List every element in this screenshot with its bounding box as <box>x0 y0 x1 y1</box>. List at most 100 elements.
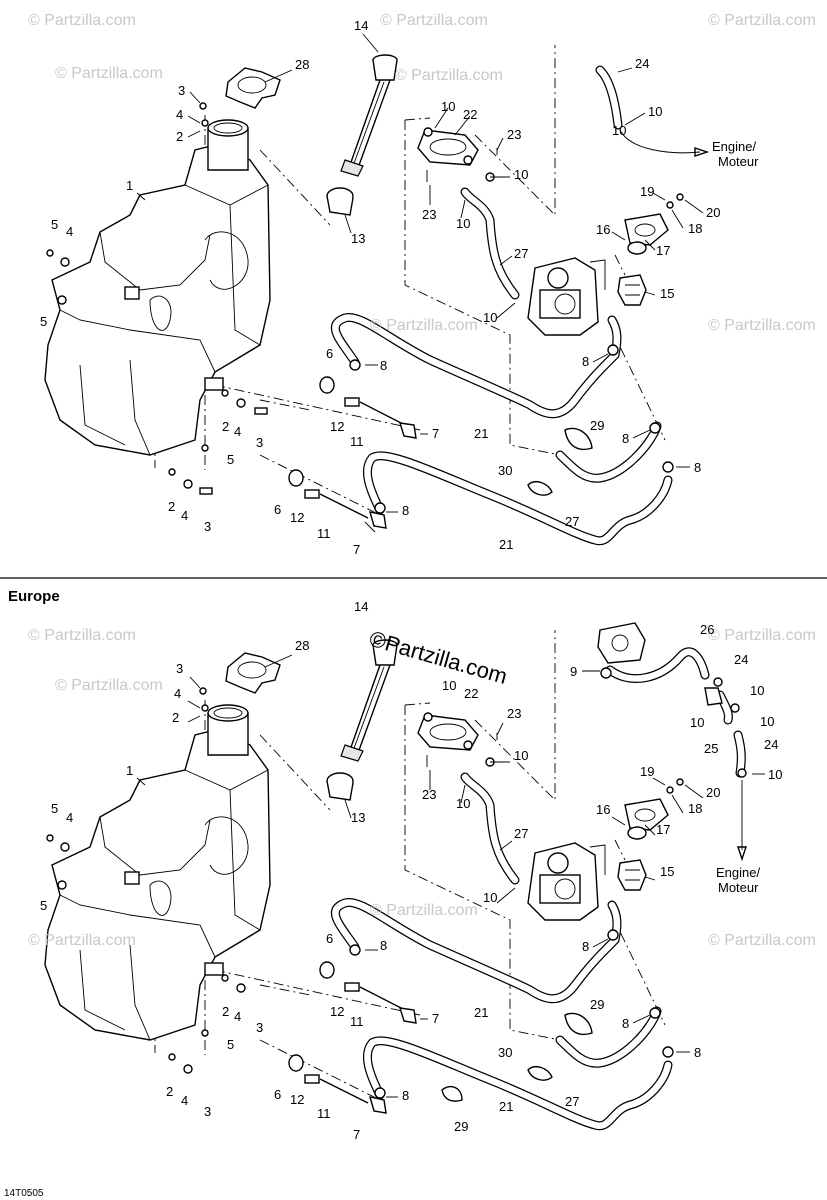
callout-label: 18 <box>688 801 702 816</box>
callout-label: 14 <box>354 599 368 614</box>
callout-label: 1 <box>126 178 133 193</box>
clamp-29-europe <box>441 1085 463 1102</box>
callout-label: 12 <box>290 510 304 525</box>
callout-label: 4 <box>181 508 188 523</box>
callout-label: 22 <box>463 107 477 122</box>
callout-label: 3 <box>176 661 183 676</box>
callout-label: 7 <box>353 1127 360 1142</box>
callout-label: 13 <box>351 810 365 825</box>
callout-label: 18 <box>688 221 702 236</box>
callout-label: 10 <box>690 715 704 730</box>
callout-label: 11 <box>350 434 364 449</box>
watermark: © Partzilla.com <box>708 317 816 334</box>
callout-label: 19 <box>640 184 654 199</box>
callout-label: 11 <box>317 1106 331 1121</box>
watermark: © Partzilla.com <box>708 12 816 29</box>
callout-label: 2 <box>222 419 229 434</box>
callout-label: 8 <box>694 460 701 475</box>
callout-label: 23 <box>507 127 521 142</box>
clamp-30 <box>527 481 553 496</box>
callout-label: 5 <box>51 801 58 816</box>
callout-label: 11 <box>317 526 331 541</box>
callout-label: 10 <box>441 99 455 114</box>
callout-label: 8 <box>582 354 589 369</box>
callout-label: 17 <box>656 243 670 258</box>
callout-label: 30 <box>498 463 512 478</box>
watermark: © Partzilla.com <box>395 67 503 84</box>
callout-label: 2 <box>222 1004 229 1019</box>
callout-label: 8 <box>380 938 387 953</box>
callout-label: 5 <box>40 314 47 329</box>
callout-label: 28 <box>295 638 309 653</box>
callout-label: 4 <box>174 686 181 701</box>
callout-label: 23 <box>422 787 436 802</box>
callout-label: 5 <box>40 898 47 913</box>
callout-label: 10 <box>442 678 456 693</box>
callout-label: 2 <box>166 1084 173 1099</box>
callout-label: 8 <box>582 939 589 954</box>
callout-label: 12 <box>330 1004 344 1019</box>
callout-label: 8 <box>402 503 409 518</box>
callout-label: 16 <box>596 222 610 237</box>
callout-label: 21 <box>499 1099 513 1114</box>
watermark-layer: © Partzilla.com © Partzilla.com © Partzi… <box>28 12 816 949</box>
callout-label: 14 <box>354 18 368 33</box>
callout-label: 3 <box>256 1020 263 1035</box>
callout-label: 4 <box>176 107 183 122</box>
callout-label: 21 <box>474 1005 488 1020</box>
section-title-europe: Europe <box>8 588 60 605</box>
callout-label: 10 <box>612 123 626 138</box>
callout-label: 6 <box>274 502 281 517</box>
callout-label: 21 <box>474 426 488 441</box>
callout-label: 10 <box>760 714 774 729</box>
callout-label: 10 <box>514 167 528 182</box>
callout-label: 8 <box>622 1016 629 1031</box>
callout-label: 21 <box>499 537 513 552</box>
callout-label: 8 <box>622 431 629 446</box>
callout-label: 30 <box>498 1045 512 1060</box>
callout-label: 4 <box>181 1093 188 1108</box>
callout-label: 10 <box>648 104 662 119</box>
callout-label: 13 <box>351 231 365 246</box>
callout-label: 12 <box>290 1092 304 1107</box>
callout-label: 29 <box>590 997 604 1012</box>
callout-label: 8 <box>694 1045 701 1060</box>
europe-pump-26 <box>597 622 646 664</box>
callout-label: 11 <box>350 1014 364 1029</box>
callout-label: 20 <box>706 205 720 220</box>
callout-label: 6 <box>274 1087 281 1102</box>
watermark: © Partzilla.com <box>370 902 478 919</box>
watermark: © Partzilla.com <box>55 677 163 694</box>
callout-label: 22 <box>464 686 478 701</box>
callout-label: 3 <box>256 435 263 450</box>
callout-label: 3 <box>204 519 211 534</box>
callout-label: 10 <box>456 796 470 811</box>
clamp-29 <box>564 427 593 451</box>
watermark: © Partzilla.com <box>55 65 163 82</box>
callout-label: 29 <box>454 1119 468 1134</box>
engine-label-line2: Moteur <box>718 154 759 169</box>
watermark: © Partzilla.com <box>708 932 816 949</box>
callout-label: 4 <box>66 810 73 825</box>
callout-label: 2 <box>176 129 183 144</box>
watermark: © Partzilla.com <box>28 932 136 949</box>
callout-label: 2 <box>168 499 175 514</box>
callout-label: 8 <box>380 358 387 373</box>
callout-label: 1 <box>126 763 133 778</box>
callout-label: 27 <box>514 826 528 841</box>
callout-label: 10 <box>750 683 764 698</box>
callout-label: 12 <box>330 419 344 434</box>
callout-label: 7 <box>432 1011 439 1026</box>
callout-label: 19 <box>640 764 654 779</box>
engine-arrow <box>619 129 701 154</box>
callout-label: 24 <box>764 737 778 752</box>
callout-label: 7 <box>353 542 360 557</box>
section-standard-drawing <box>44 44 710 541</box>
callout-label: 4 <box>234 424 241 439</box>
callout-label: 6 <box>326 931 333 946</box>
callout-label: 23 <box>422 207 436 222</box>
callout-label: 15 <box>660 864 674 879</box>
callout-label: 5 <box>227 1037 234 1052</box>
leader-lines <box>136 33 704 533</box>
